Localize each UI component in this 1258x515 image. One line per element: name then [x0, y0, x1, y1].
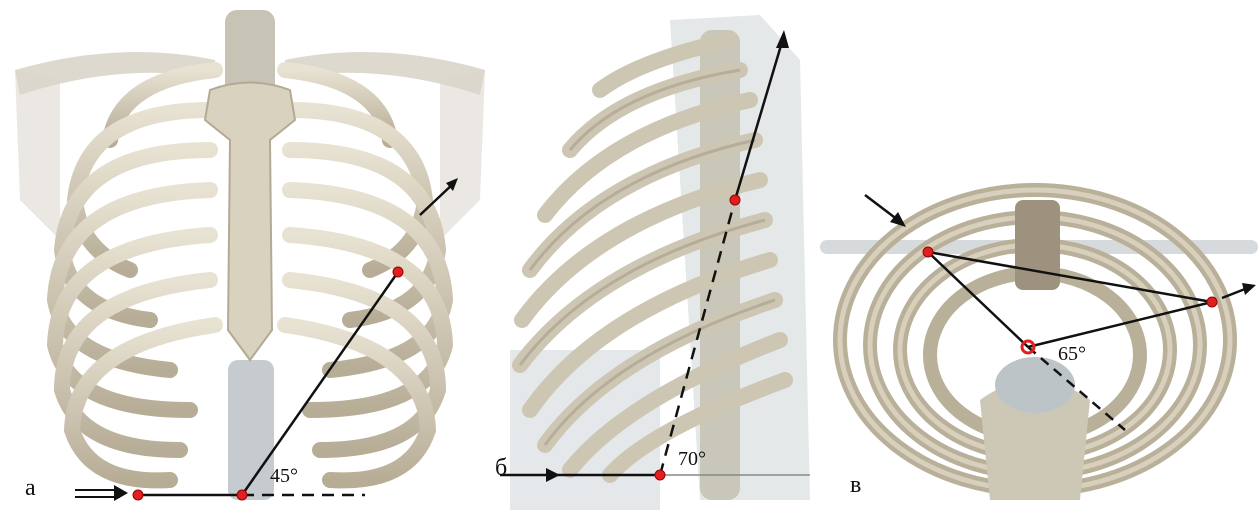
panel-label-c: в	[850, 472, 861, 499]
angle-label-b: 70°	[678, 448, 706, 471]
marker-point	[393, 267, 403, 277]
angle-label-a: 45°	[270, 465, 298, 488]
marker-point	[730, 195, 740, 205]
marker-point	[923, 247, 933, 257]
panel-c: в 65°	[820, 0, 1258, 515]
panel-b: б 70°	[500, 0, 820, 515]
rib-cage-top-illustration	[820, 0, 1258, 515]
angle-label-c: 65°	[1058, 343, 1086, 366]
force-arrow-icon	[114, 485, 128, 501]
marker-point	[1207, 297, 1217, 307]
marker-point	[655, 470, 665, 480]
panel-a: а 45°	[0, 0, 500, 515]
rib-cage-side-illustration	[500, 0, 820, 515]
motion-arrow	[1242, 283, 1256, 295]
rib-cage-front-illustration	[0, 0, 500, 515]
marker-point	[133, 490, 143, 500]
marker-point	[237, 490, 247, 500]
panel-label-b: б	[495, 455, 507, 482]
panel-label-a: а	[25, 475, 36, 502]
